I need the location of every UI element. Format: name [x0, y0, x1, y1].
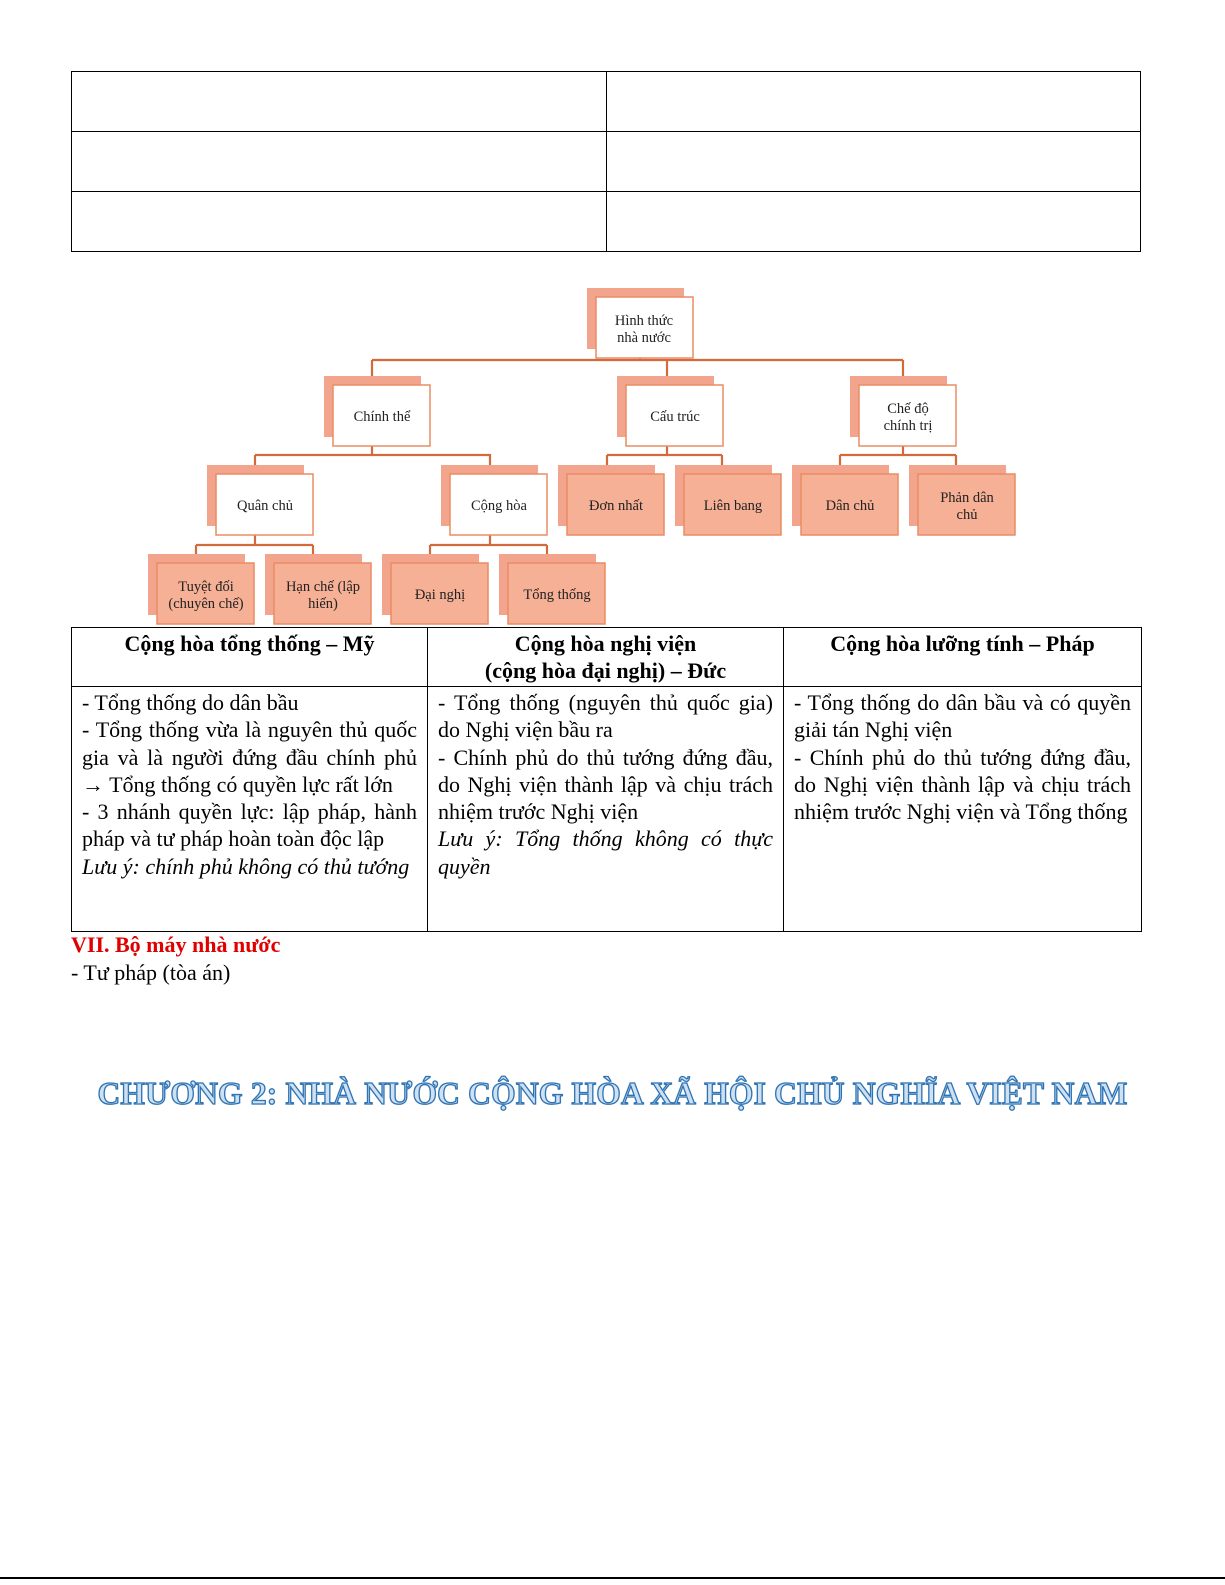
table-cell	[605, 191, 1141, 252]
node-han-che-line1: Hạn chế (lập	[286, 579, 360, 595]
table-row	[71, 71, 1141, 132]
node-cong-hoa-label: Cộng hòa	[471, 498, 528, 514]
cell-text: - Chính phủ do thủ tướng đứng đầu, do Ng…	[438, 744, 773, 825]
header-parliamentary: Cộng hòa nghị viện (cộng hòa đại nghị) –…	[427, 627, 784, 687]
table-cell	[71, 71, 607, 132]
node-cau-truc-label: Cấu trúc	[650, 409, 700, 425]
node-quan-chu: Quân chủ	[207, 465, 314, 536]
cell-presidential: - Tổng thống do dân bầu - Tổng thống vừa…	[71, 686, 428, 932]
connector-chinh-the-bar	[255, 453, 492, 466]
node-dai-nghi-label: Đại nghị	[415, 587, 465, 603]
node-root-line1: Hình thức	[615, 313, 673, 329]
node-dai-nghi: Đại nghị	[382, 554, 489, 625]
table-row: - Tổng thống do dân bầu - Tổng thống vừa…	[71, 686, 1142, 932]
page-bottom-rule	[0, 1577, 1225, 1579]
cell-text: - Tổng thống do dân bầu	[82, 690, 299, 715]
node-don-nhat: Đơn nhất	[558, 465, 665, 536]
empty-table	[71, 71, 1141, 252]
cell-text: - 3 nhánh quyền lực: lập pháp, hành pháp…	[82, 799, 417, 852]
table-cell	[605, 71, 1141, 132]
table-cell	[605, 131, 1141, 192]
node-chinh-the-label: Chính thể	[354, 409, 411, 425]
node-don-nhat-label: Đơn nhất	[589, 498, 643, 514]
table-header-row: Cộng hòa tổng thống – Mỹ Cộng hòa nghị v…	[71, 627, 1142, 687]
node-cau-truc: Cấu trúc	[617, 376, 724, 447]
cell-text: - Tổng thống do dân bầu và có quyền giải…	[794, 690, 1131, 743]
node-che-do-line2: chính trị	[884, 418, 933, 434]
node-tuyet-doi-line2: (chuyên chế)	[168, 596, 243, 612]
cell-note: Lưu ý: Tổng thống không có thực quyền	[438, 826, 773, 879]
section-text: - Tư pháp (tòa án)	[71, 960, 231, 985]
table-cell	[71, 131, 607, 192]
header-line: (cộng hòa đại nghị) – Đức	[484, 658, 727, 683]
node-root-line2: nhà nước	[617, 330, 671, 346]
header-line: Cộng hòa nghị viện	[514, 631, 697, 656]
node-dan-chu: Dân chủ	[792, 465, 899, 536]
node-han-che-line2: hiến)	[308, 596, 338, 612]
cell-parliamentary: - Tổng thống (nguyên thủ quốc gia) do Ng…	[427, 686, 784, 932]
node-phan-dan-chu-line2: chủ	[957, 507, 978, 523]
table-row	[71, 191, 1141, 252]
cell-note: Lưu ý: chính phủ không có thủ tướng	[82, 853, 410, 879]
header-semi-presidential: Cộng hòa lưỡng tính – Pháp	[783, 627, 1142, 687]
chapter-title: CHƯƠNG 2: NHÀ NƯỚC CỘNG HÒA XÃ HỘI CHỦ N…	[97, 1075, 1128, 1111]
cell-text: - Tổng thống vừa là nguyên thủ quốc gia …	[82, 717, 417, 797]
node-quan-chu-label: Quân chủ	[237, 498, 293, 514]
state-form-diagram: Hình thức nhà nước Chính thể Cấu trúc Ch…	[148, 288, 1016, 625]
header-presidential: Cộng hòa tổng thống – Mỹ	[71, 627, 428, 687]
node-phan-dan-chu-line1: Phản dân	[940, 490, 994, 506]
cell-text: - Chính phủ do thủ tướng đứng đầu, do Ng…	[794, 744, 1131, 825]
node-che-do-line1: Chế độ	[887, 401, 928, 417]
node-tong-thong-label: Tổng thống	[523, 587, 590, 603]
node-tuyet-doi-line1: Tuyệt đối	[178, 579, 233, 595]
node-root: Hình thức nhà nước	[587, 288, 694, 359]
node-cong-hoa: Cộng hòa	[441, 465, 548, 536]
node-lien-bang-label: Liên bang	[704, 498, 762, 514]
node-dan-chu-label: Dân chủ	[826, 498, 875, 514]
cell-semi-presidential: - Tổng thống do dân bầu và có quyền giải…	[783, 686, 1142, 932]
node-lien-bang: Liên bang	[675, 465, 782, 536]
header-line: Cộng hòa tổng thống – Mỹ	[124, 631, 375, 656]
node-tuyet-doi: Tuyệt đối (chuyên chế)	[148, 554, 255, 625]
node-phan-dan-chu: Phản dân chủ	[909, 465, 1016, 536]
republic-comparison-table: Cộng hòa tổng thống – Mỹ Cộng hòa nghị v…	[71, 627, 1142, 932]
node-han-che: Hạn chế (lập hiến)	[265, 554, 372, 625]
table-row	[71, 131, 1141, 192]
cell-text: - Tổng thống (nguyên thủ quốc gia) do Ng…	[438, 690, 773, 743]
node-che-do: Chế độ chính trị	[850, 376, 957, 447]
header-line: Cộng hòa lưỡng tính – Pháp	[830, 631, 1095, 656]
node-tong-thong: Tổng thống	[499, 554, 606, 625]
node-chinh-the: Chính thể	[324, 376, 431, 447]
section-heading: VII. Bộ máy nhà nước	[71, 932, 281, 957]
table-cell	[71, 191, 607, 252]
